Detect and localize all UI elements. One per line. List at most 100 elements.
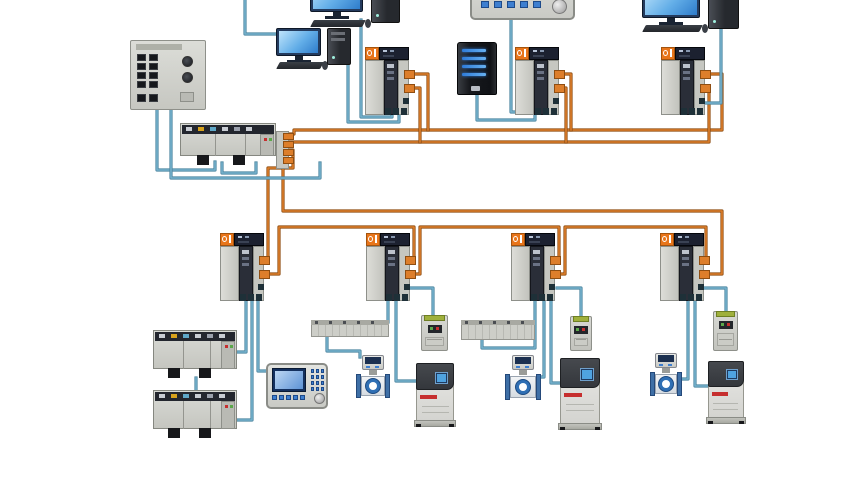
expansion-module (180, 92, 194, 102)
knob (552, 0, 567, 14)
ethernet-port (240, 294, 246, 301)
display-dot (245, 236, 249, 238)
function-key (272, 395, 277, 400)
drive-base (558, 423, 602, 430)
logo-mark (229, 235, 231, 243)
vent-line (566, 404, 594, 405)
module-led (387, 77, 394, 80)
terminal-cap (716, 311, 735, 317)
module-led (242, 250, 249, 254)
keypad-key (316, 369, 319, 373)
vent-line (713, 403, 738, 404)
module-led (537, 64, 544, 68)
ethernet-port (401, 108, 407, 115)
function-key (300, 395, 305, 400)
controlnet-tap (700, 70, 711, 79)
io-terminal-rail-2 (461, 320, 535, 340)
module-led (388, 257, 395, 260)
drive-base (414, 420, 456, 427)
pipe-flange (536, 374, 541, 400)
display-dot (391, 236, 395, 238)
logo-mark (374, 49, 376, 57)
vent-line (713, 409, 738, 410)
power-supply (366, 246, 385, 301)
band-chip (219, 334, 225, 338)
enet-rack-d-hmi-core (257, 298, 268, 372)
enet-rack-f-flow2-core (539, 298, 545, 378)
function-key (279, 395, 284, 400)
display-dot (384, 241, 395, 243)
hmi-screen-inner (275, 371, 303, 389)
ac-drive-2 (558, 358, 602, 430)
io-terminal-rail-1 (311, 320, 389, 337)
band-chip (159, 394, 165, 398)
terminal-cap (573, 316, 589, 322)
pipe-flange (677, 372, 682, 396)
logo-mark (663, 50, 668, 56)
module-column (679, 246, 693, 301)
band-chip (183, 334, 189, 338)
terminal-divider (360, 325, 361, 336)
flow-meter-3 (650, 353, 682, 396)
pipe-flange (356, 374, 361, 398)
display-dot (533, 50, 537, 52)
controller-display (529, 47, 559, 60)
pipe-flange (385, 374, 390, 398)
controlnet-tap (554, 84, 565, 93)
band-chip (195, 334, 201, 338)
status-led (264, 138, 267, 141)
terminal-divider (367, 325, 368, 336)
pipe-flange (505, 374, 510, 400)
logo-mark (524, 49, 526, 57)
monitor-stand (667, 18, 675, 23)
cnet-trunk-to-rack-g (281, 160, 724, 276)
ethernet-port (680, 294, 686, 301)
meter-display (365, 357, 381, 364)
controller-display (525, 233, 555, 246)
display-dot (685, 236, 689, 238)
module-divider (215, 134, 216, 156)
module-led (388, 263, 395, 266)
terminal-divider (339, 325, 340, 336)
plc-rack-c (661, 47, 711, 115)
drive-bay (331, 32, 345, 35)
meter-button (659, 364, 663, 366)
status-led (582, 328, 585, 331)
terminal-divider (318, 325, 319, 336)
function-key (494, 1, 502, 8)
compact-controller-3 (153, 390, 237, 438)
enet-rack-f-drive2-core (550, 298, 562, 384)
display-dot (529, 236, 533, 238)
module-column (530, 246, 544, 301)
terminal-dot (521, 321, 524, 324)
display-dot (529, 241, 540, 243)
controller-display (380, 233, 410, 246)
ethernet-switch (130, 40, 206, 110)
terminal-divider (510, 325, 511, 339)
logo-mark (367, 50, 372, 56)
terminal-divider (496, 325, 497, 339)
display-dot (679, 55, 690, 57)
enet-rack-g-drive3-core (694, 298, 710, 387)
enet-rack-f-rail2-core (481, 298, 536, 349)
controller-display (674, 233, 704, 246)
display-dot (678, 241, 689, 243)
ethernet-port (137, 63, 146, 70)
keyboard (642, 25, 703, 32)
display-dot (390, 50, 394, 52)
controlnet-tap (283, 133, 294, 140)
plc-rack-e (366, 233, 416, 301)
enet-rack-g-relay3 (700, 286, 728, 314)
drive-foot (595, 427, 600, 430)
controlnet-tap (550, 270, 561, 279)
ethernet-port (543, 108, 549, 115)
controlnet-tap (283, 141, 294, 148)
band-chip (195, 394, 201, 398)
function-key (293, 395, 298, 400)
ethernet-port (386, 294, 392, 301)
sensor-ring-inner (662, 380, 670, 388)
display-dot (533, 55, 544, 57)
plc-rack-d (220, 233, 270, 301)
ethernet-port (681, 108, 687, 115)
cnet-trunk-a-top (287, 72, 724, 136)
